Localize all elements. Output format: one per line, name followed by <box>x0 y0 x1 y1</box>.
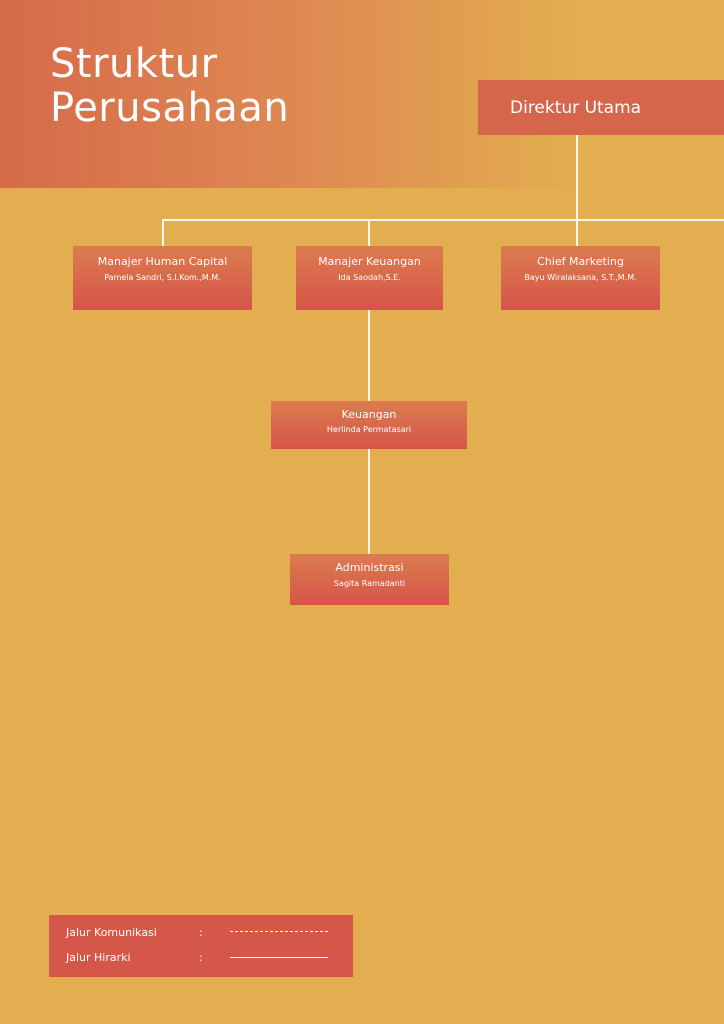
node-role: Administrasi <box>335 561 404 574</box>
node-keuangan: Keuangan Herlinda Permatasari <box>271 401 467 449</box>
node-role: Direktur Utama <box>510 98 642 118</box>
hierarchy-line-horizontal <box>162 219 724 221</box>
legend-hierarchy-label: Jalur Hirarki <box>66 951 131 964</box>
node-role: Manajer Keuangan <box>318 255 421 268</box>
hierarchy-line-marketing <box>576 219 578 247</box>
hierarchy-line-keuangan-mgr <box>368 219 370 247</box>
legend-box: Jalur Komunikasi : Jalur Hirarki : <box>49 915 353 977</box>
node-person: Pamela Sandri, S.I.Kom.,M.M. <box>104 273 221 282</box>
node-manajer-human-capital: Manajer Human Capital Pamela Sandri, S.I… <box>73 246 252 310</box>
legend-dashed-line <box>230 931 328 932</box>
page-title: Struktur Perusahaan <box>50 41 290 131</box>
node-manajer-keuangan: Manajer Keuangan Ida Saodah,S.E. <box>296 246 443 310</box>
node-chief-marketing: Chief Marketing Bayu Wiralaksana, S.T.,M… <box>501 246 660 310</box>
node-person: Sagita Ramadanti <box>333 579 406 588</box>
legend-separator: : <box>199 926 203 939</box>
node-direktur-utama: Direktur Utama <box>478 80 724 135</box>
node-person: Ida Saodah,S.E. <box>338 273 401 282</box>
node-role: Manajer Human Capital <box>97 255 228 268</box>
hierarchy-line-to-administrasi <box>368 449 370 555</box>
node-person: Bayu Wiralaksana, S.T.,M.M. <box>524 273 637 282</box>
hierarchy-line-hc <box>162 219 164 247</box>
hierarchy-line-direktur-down <box>576 135 578 221</box>
legend-separator: : <box>199 951 203 964</box>
node-role: Chief Marketing <box>537 255 624 268</box>
legend-solid-line <box>230 957 328 958</box>
node-person: Herlinda Permatasari <box>326 425 412 434</box>
legend-communication-label: Jalur Komunikasi <box>66 926 157 939</box>
node-role: Keuangan <box>341 408 397 421</box>
hierarchy-line-to-keuangan <box>368 310 370 402</box>
node-administrasi: Administrasi Sagita Ramadanti <box>290 554 449 605</box>
